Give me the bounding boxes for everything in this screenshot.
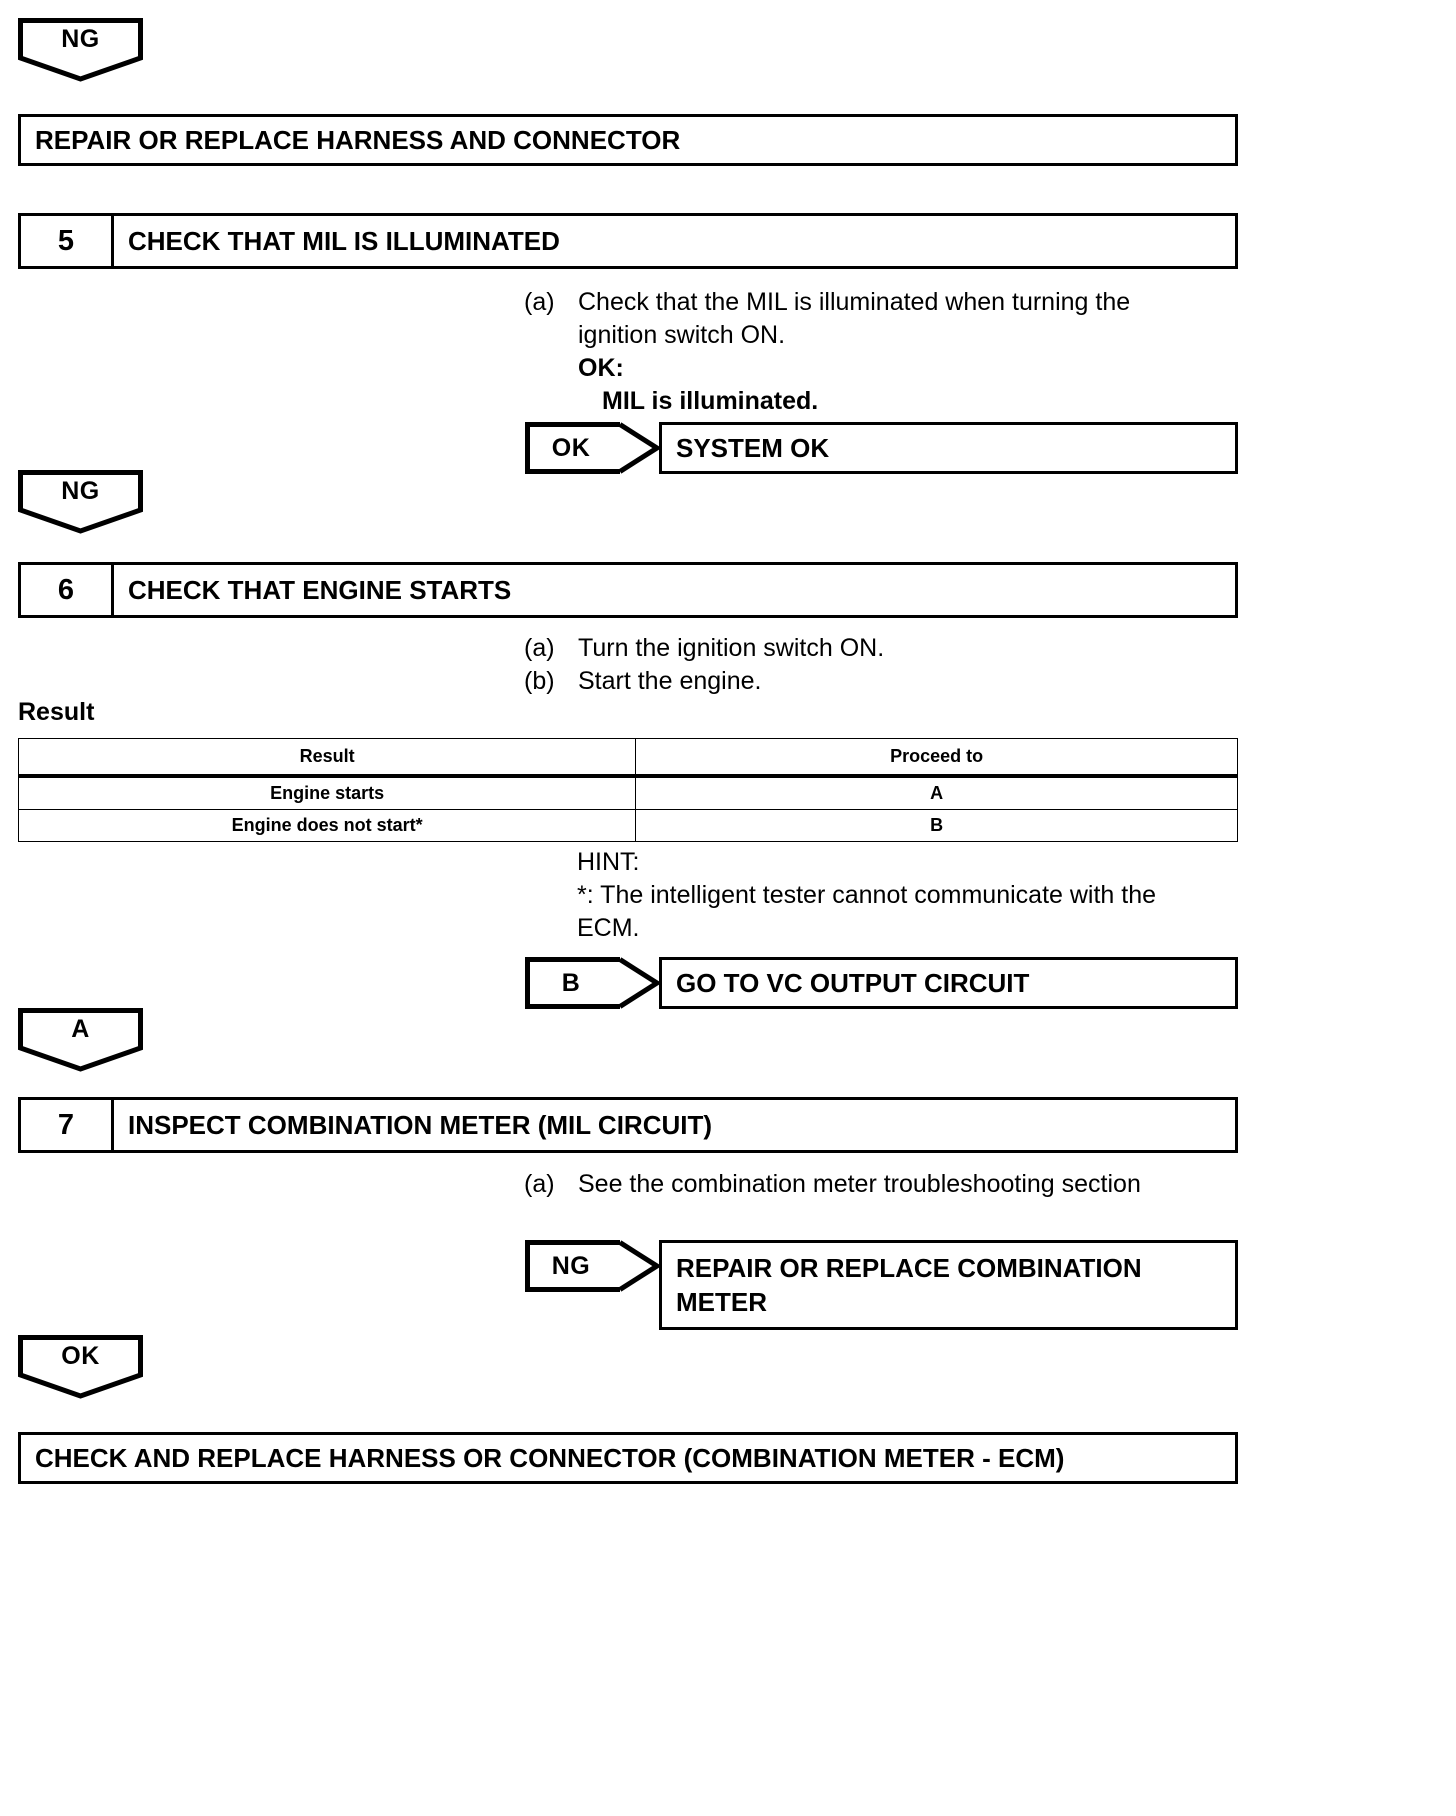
- table-cell-proceed-to: B: [635, 809, 1238, 842]
- connector-tag-label: NG: [61, 25, 100, 53]
- procedure-marker: (b): [524, 667, 555, 695]
- branch-tag-b-step6: B: [525, 957, 665, 1009]
- table-cell-result: Engine does not start*: [17, 809, 637, 842]
- table-header-row: Result Proceed to: [17, 738, 1238, 778]
- step-6-procedure: (a) Turn the ignition switch ON. (b) Sta…: [524, 632, 1224, 698]
- terminal-box-vc-output-circuit: GO TO VC OUTPUT CIRCUIT: [659, 957, 1238, 1009]
- step-title: INSPECT COMBINATION METER (MIL CIRCUIT): [128, 1109, 713, 1140]
- step-header-5: 5 CHECK THAT MIL IS ILLUMINATED: [18, 213, 1238, 269]
- procedure-item: (a) Turn the ignition switch ON.: [524, 632, 1224, 665]
- branch-tag-ok-step5: OK: [525, 422, 665, 474]
- table-cell-proceed-to: A: [635, 775, 1238, 810]
- terminal-box-label: REPAIR OR REPLACE COMBINATION METER: [662, 1243, 1142, 1319]
- connector-tag-ng-middle: NG: [18, 470, 143, 534]
- table-row: Engine does not start* B: [17, 809, 1238, 842]
- procedure-line-1: Check that the MIL is illuminated when t…: [578, 288, 1131, 316]
- procedure-line-2: ignition switch ON.: [578, 321, 786, 349]
- branch-tag-label: NG: [551, 1251, 591, 1280]
- hint-block: HINT: *: The intelligent tester cannot c…: [577, 846, 1237, 945]
- terminal-box-system-ok: SYSTEM OK: [659, 422, 1238, 474]
- terminal-box-repair-harness: REPAIR OR REPLACE HARNESS AND CONNECTOR: [18, 114, 1238, 166]
- connector-tag-ng-top: NG: [18, 18, 143, 82]
- step-header-7: 7 INSPECT COMBINATION METER (MIL CIRCUIT…: [18, 1097, 1238, 1153]
- procedure-text: Turn the ignition switch ON.: [578, 634, 885, 662]
- procedure-item: (a) Check that the MIL is illuminated wh…: [524, 286, 1224, 418]
- terminal-box-line-1: REPAIR OR REPLACE COMBINATION: [676, 1253, 1142, 1283]
- step-number: 6: [21, 565, 114, 615]
- result-table: Result Proceed to Engine starts A Engine…: [17, 738, 1238, 842]
- procedure-text: Start the engine.: [578, 667, 762, 695]
- pentagon-down-icon: [18, 1008, 143, 1072]
- terminal-box-label: CHECK AND REPLACE HARNESS OR CONNECTOR (…: [35, 1443, 1065, 1473]
- terminal-box-label: SYSTEM OK: [676, 433, 830, 463]
- arrow-right-icon: [525, 957, 665, 1009]
- step-7-procedure: (a) See the combination meter troublesho…: [524, 1168, 1224, 1201]
- connector-tag-label: OK: [61, 1342, 100, 1370]
- connector-tag-label: A: [71, 1015, 90, 1043]
- connector-tag-a: A: [18, 1008, 143, 1072]
- ok-criteria-value: MIL is illuminated.: [602, 387, 819, 415]
- branch-tag-label: OK: [551, 433, 591, 462]
- step-number: 7: [21, 1100, 114, 1150]
- procedure-marker: (a): [524, 288, 555, 316]
- arrow-right-icon: [525, 422, 665, 474]
- connector-tag-label: NG: [61, 477, 100, 505]
- table-header-cell-result: Result: [17, 738, 637, 778]
- step-header-6: 6 CHECK THAT ENGINE STARTS: [18, 562, 1238, 618]
- branch-tag-ng-step7: NG: [525, 1240, 665, 1292]
- ok-criteria-label: OK:: [578, 354, 624, 382]
- procedure-text: See the combination meter troubleshootin…: [578, 1170, 1141, 1198]
- procedure-marker: (a): [524, 634, 555, 662]
- procedure-text: Check that the MIL is illuminated when t…: [578, 286, 1130, 418]
- arrow-right-icon: [525, 1240, 665, 1292]
- hint-line-1: *: The intelligent tester cannot communi…: [577, 881, 1157, 909]
- connector-tag-ok-bottom: OK: [18, 1335, 143, 1399]
- procedure-marker: (a): [524, 1170, 555, 1198]
- hint-label: HINT:: [577, 848, 640, 876]
- result-table-caption: Result: [18, 698, 95, 726]
- terminal-box-line-2: METER: [676, 1287, 767, 1317]
- table-row: Engine starts A: [17, 775, 1238, 810]
- pentagon-down-icon: [18, 18, 143, 82]
- hint-line-2: ECM.: [577, 914, 640, 942]
- step-number: 5: [21, 216, 114, 266]
- step-title: CHECK THAT ENGINE STARTS: [128, 574, 512, 605]
- pentagon-down-icon: [18, 470, 143, 534]
- step-title: CHECK THAT MIL IS ILLUMINATED: [128, 225, 560, 256]
- pentagon-down-icon: [18, 1335, 143, 1399]
- table-header-cell-proceed-to: Proceed to: [635, 738, 1238, 778]
- terminal-box-repair-combination-meter: REPAIR OR REPLACE COMBINATION METER: [659, 1240, 1238, 1330]
- terminal-box-check-replace-harness: CHECK AND REPLACE HARNESS OR CONNECTOR (…: [18, 1432, 1238, 1484]
- terminal-box-label: REPAIR OR REPLACE HARNESS AND CONNECTOR: [35, 125, 681, 155]
- step-5-procedure: (a) Check that the MIL is illuminated wh…: [524, 286, 1224, 418]
- branch-tag-label: B: [561, 968, 581, 997]
- procedure-item: (a) See the combination meter troublesho…: [524, 1168, 1224, 1201]
- terminal-box-label: GO TO VC OUTPUT CIRCUIT: [676, 968, 1030, 998]
- table-cell-result: Engine starts: [17, 775, 637, 810]
- procedure-item: (b) Start the engine.: [524, 665, 1224, 698]
